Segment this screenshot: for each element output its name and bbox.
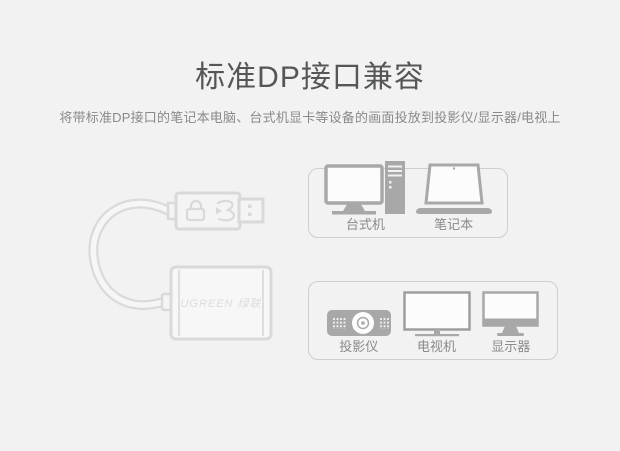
monitor-icon bbox=[482, 291, 539, 337]
device-label: 笔记本 bbox=[434, 217, 474, 232]
laptop-icon bbox=[415, 163, 492, 215]
page-subtitle: 将带标准DP接口的笔记本电脑、台式机显卡等设备的画面投放到投影仪/显示器/电视上 bbox=[59, 110, 561, 125]
dp-adapter-illustration: UGREEN 绿联 bbox=[88, 191, 273, 341]
device-desktop: 台式机 bbox=[324, 161, 406, 232]
device-label: 投影仪 bbox=[339, 339, 379, 354]
device-projector: 投影仪 bbox=[326, 286, 391, 354]
desktop-icon bbox=[324, 161, 406, 215]
output-devices-box: 投影仪 电视机 显示器 bbox=[308, 281, 558, 360]
device-label: 台式机 bbox=[345, 217, 385, 232]
device-laptop: 笔记本 bbox=[415, 163, 492, 232]
page-title: 标准DP接口兼容 bbox=[195, 61, 425, 94]
brand-label: UGREEN 绿联 bbox=[180, 297, 261, 310]
projector-icon bbox=[326, 310, 391, 337]
source-devices-box: 台式机 笔记本 bbox=[308, 161, 508, 238]
tv-icon bbox=[402, 291, 471, 337]
device-tv: 电视机 bbox=[402, 286, 471, 354]
device-monitor: 显示器 bbox=[482, 286, 539, 354]
device-label: 电视机 bbox=[416, 339, 456, 354]
device-label: 显示器 bbox=[491, 339, 531, 354]
product-image: UGREEN 绿联 bbox=[70, 183, 275, 351]
